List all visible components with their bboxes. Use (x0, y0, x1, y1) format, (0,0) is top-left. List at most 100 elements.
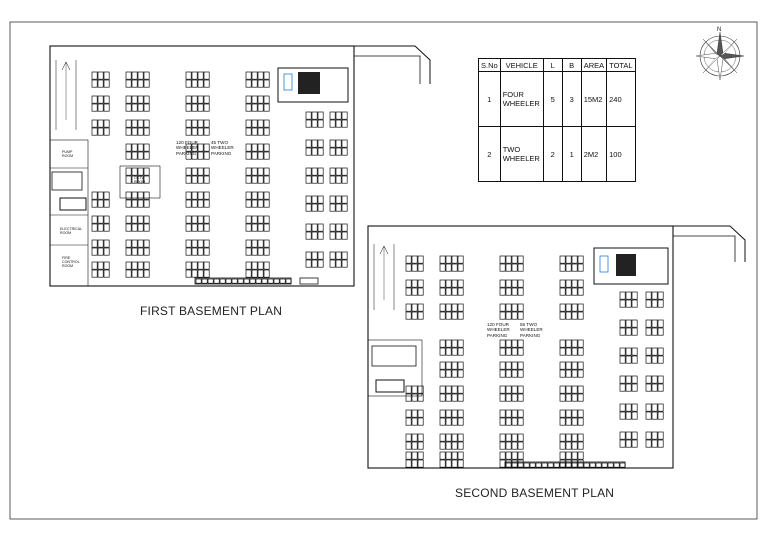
parking-stall (631, 327, 638, 336)
header-sno: S.No (478, 58, 501, 72)
parking-stall (137, 269, 144, 278)
cell-vehicle: TWO WHEELER (499, 126, 544, 182)
parking-stall (651, 291, 658, 300)
parking-stall (651, 299, 658, 308)
parking-stall (245, 151, 252, 160)
parking-stall (329, 175, 336, 184)
parking-stall (505, 385, 512, 394)
parking-stall (565, 409, 572, 418)
parking-stall (131, 119, 138, 128)
parking-stall (245, 167, 252, 176)
parking-stall (657, 299, 664, 308)
parking-stall (451, 311, 458, 320)
parking-stall (257, 247, 264, 256)
parking-stall (131, 175, 138, 184)
parking-stall (137, 151, 144, 160)
parking-stall (261, 278, 268, 284)
parking-stall (457, 303, 464, 312)
parking-stall (131, 261, 138, 270)
parking-stall (651, 403, 658, 412)
parking-stall (645, 439, 652, 448)
parking-stall (645, 327, 652, 336)
parking-stall (191, 261, 198, 270)
parking-stall (565, 311, 572, 320)
parking-stall (577, 369, 584, 378)
parking-stall (97, 239, 104, 248)
parking-stall (529, 462, 536, 468)
parking-stall (411, 311, 418, 320)
parking-stall (517, 369, 524, 378)
parking-stall (631, 355, 638, 364)
parking-stall (131, 223, 138, 232)
parking-stall (499, 441, 506, 450)
parking-stall (311, 259, 318, 268)
parking-stall (651, 411, 658, 420)
parking-stall (335, 139, 342, 148)
parking-stall (451, 369, 458, 378)
parking-stall (305, 223, 312, 232)
parking-stall (125, 269, 132, 278)
parking-stall (625, 291, 632, 300)
parking-stall (125, 223, 132, 232)
parking-stall (191, 223, 198, 232)
parking-stall (137, 127, 144, 136)
parking-stall (103, 71, 110, 80)
parking-stall (645, 291, 652, 300)
parking-stall (91, 247, 98, 256)
parking-stall (257, 199, 264, 208)
parking-stall (411, 441, 418, 450)
parking-stall (559, 361, 566, 370)
parking-stall (257, 119, 264, 128)
parking-stall (439, 441, 446, 450)
parking-stall (213, 278, 220, 284)
parking-stall (517, 433, 524, 442)
parking-stall (577, 393, 584, 402)
parking-stall (257, 71, 264, 80)
parking-stall (445, 347, 452, 356)
parking-stall (329, 147, 336, 156)
parking-stall (577, 385, 584, 394)
parking-stall (197, 223, 204, 232)
parking-stall (311, 223, 318, 232)
parking-stall (411, 459, 418, 468)
parking-stall (559, 441, 566, 450)
parking-stall (191, 175, 198, 184)
parking-stall (137, 119, 144, 128)
parking-stall (571, 385, 578, 394)
parking-stall (571, 393, 578, 402)
parking-stall (143, 215, 150, 224)
parking-stall (565, 255, 572, 264)
parking-stall (505, 347, 512, 356)
parking-stall (131, 79, 138, 88)
parking-stall (143, 95, 150, 104)
parking-stall (137, 239, 144, 248)
parking-stall (439, 339, 446, 348)
parking-stall (91, 71, 98, 80)
parking-stall (445, 433, 452, 442)
parking-stall (125, 151, 132, 160)
parking-stall (245, 127, 252, 136)
parking-stall (251, 247, 258, 256)
parking-stall (263, 79, 270, 88)
parking-stall (565, 361, 572, 370)
parking-stall (559, 369, 566, 378)
parking-stall (251, 151, 258, 160)
parking-stall (439, 311, 446, 320)
parking-stall (131, 167, 138, 176)
parking-stall (285, 278, 292, 284)
parking-stall (91, 239, 98, 248)
parking-stall (143, 175, 150, 184)
parking-stall (651, 375, 658, 384)
parking-stall (103, 223, 110, 232)
parking-stall (645, 403, 652, 412)
parking-stall (197, 95, 204, 104)
parking-stall (305, 111, 312, 120)
parking-stall (341, 195, 348, 204)
parking-stall (143, 223, 150, 232)
parking-stall (499, 263, 506, 272)
parking-stall (511, 263, 518, 272)
table-row: 2 TWO WHEELER 2 1 2M2 100 (478, 126, 636, 182)
parking-stall (499, 369, 506, 378)
parking-stall (329, 139, 336, 148)
parking-stall (517, 441, 524, 450)
